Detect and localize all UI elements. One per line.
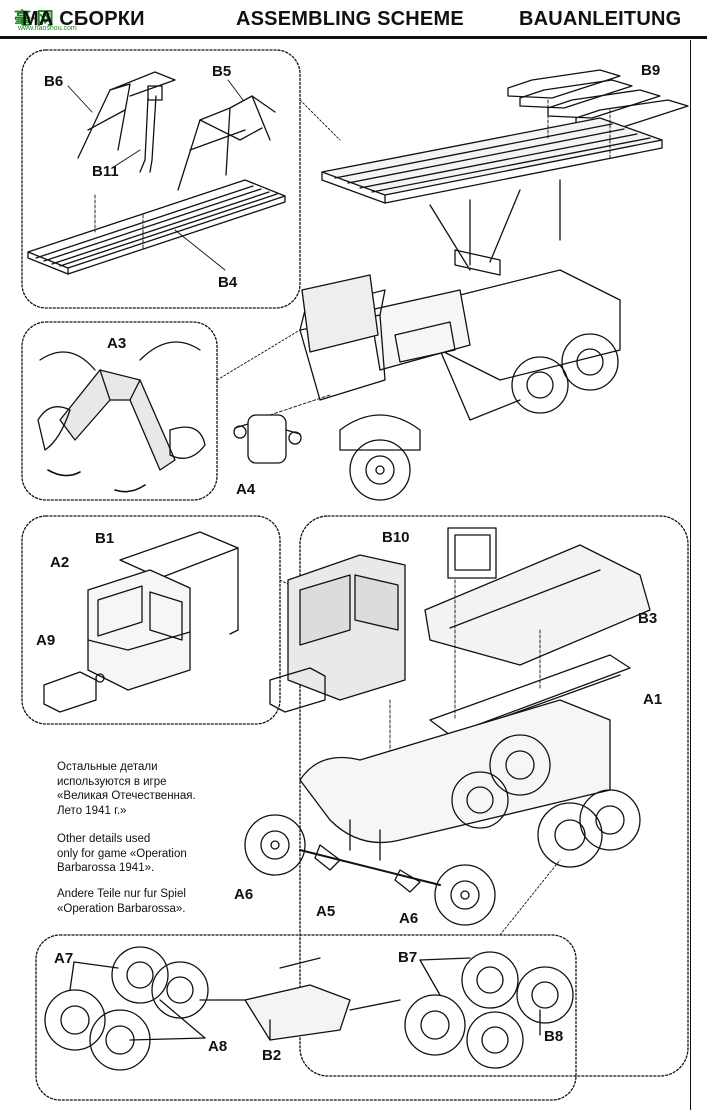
label-a5: A5 — [316, 903, 336, 920]
note-ru-line: Остальные детали — [57, 761, 158, 773]
label-a6-left: A6 — [234, 886, 254, 903]
label-b2: B2 — [262, 1047, 282, 1064]
header-english: ASSEMBLING SCHEME — [236, 8, 464, 30]
label-b8: B8 — [544, 1028, 564, 1045]
b11-arm — [139, 85, 163, 173]
note-russian: Остальные детали используются в игре «Ве… — [57, 760, 196, 818]
a4-radiator — [247, 414, 287, 464]
truck-assembled — [233, 269, 621, 501]
note-de-line: Andere Teile nur fur Spiel — [57, 888, 186, 900]
header-rule — [0, 36, 707, 39]
label-a7: A7 — [54, 950, 74, 967]
cab-detail-panel — [21, 515, 301, 725]
label-a6-right: A6 — [399, 910, 419, 927]
note-ru-line: Лето 1941 г.» — [57, 804, 127, 817]
label-a4: A4 — [236, 481, 256, 498]
label-a9: A9 — [36, 632, 56, 649]
note-de-line: «Operation Barbarossa». — [57, 902, 186, 915]
note-ru-line: «Великая Отечественная. — [57, 790, 196, 802]
main-launcher — [299, 69, 689, 276]
note-en-line: Barbarossa 1941». — [57, 862, 155, 874]
watermark-logo: 毫·网 www.haoshou.com — [4, 3, 77, 33]
note-en-line: only for game «Operation — [57, 847, 187, 860]
note-en-line: Other details used — [57, 833, 151, 845]
a3-fold-panel — [21, 321, 301, 501]
label-b10: B10 — [382, 529, 410, 546]
chassis-exploded — [244, 515, 689, 1077]
b6-frame — [77, 71, 176, 159]
b10-box — [447, 527, 497, 579]
label-b7: B7 — [398, 949, 418, 966]
note-ru-line: используются в игре — [57, 775, 167, 788]
launcher-detail-panel — [21, 49, 301, 309]
label-a2: A2 — [50, 554, 70, 571]
header-russian: МА СБОРКИ — [22, 8, 145, 30]
note-english: Other details used only for game «Operat… — [57, 832, 187, 876]
label-b9: B9 — [641, 62, 661, 79]
label-a1: A1 — [643, 691, 663, 708]
label-b1: B1 — [95, 530, 115, 547]
b4-rail-base — [27, 179, 286, 275]
note-german: Andere Teile nur fur Spiel «Operation Ba… — [57, 887, 186, 916]
header-german: BAUANLEITUNG — [519, 8, 682, 30]
label-b3: B3 — [638, 610, 658, 627]
label-a3: A3 — [107, 335, 127, 352]
label-b4: B4 — [218, 274, 238, 291]
right-margin-line — [690, 40, 691, 1110]
label-a8: A8 — [208, 1038, 228, 1055]
b5-frame — [177, 95, 276, 191]
wheels-axle-panel — [35, 859, 577, 1101]
label-b5: B5 — [212, 63, 232, 80]
watermark-url: www.haoshou.com — [18, 25, 77, 32]
watermark-text: 毫·网 — [14, 9, 54, 28]
label-b11: B11 — [92, 163, 119, 180]
label-b6: B6 — [44, 73, 64, 90]
